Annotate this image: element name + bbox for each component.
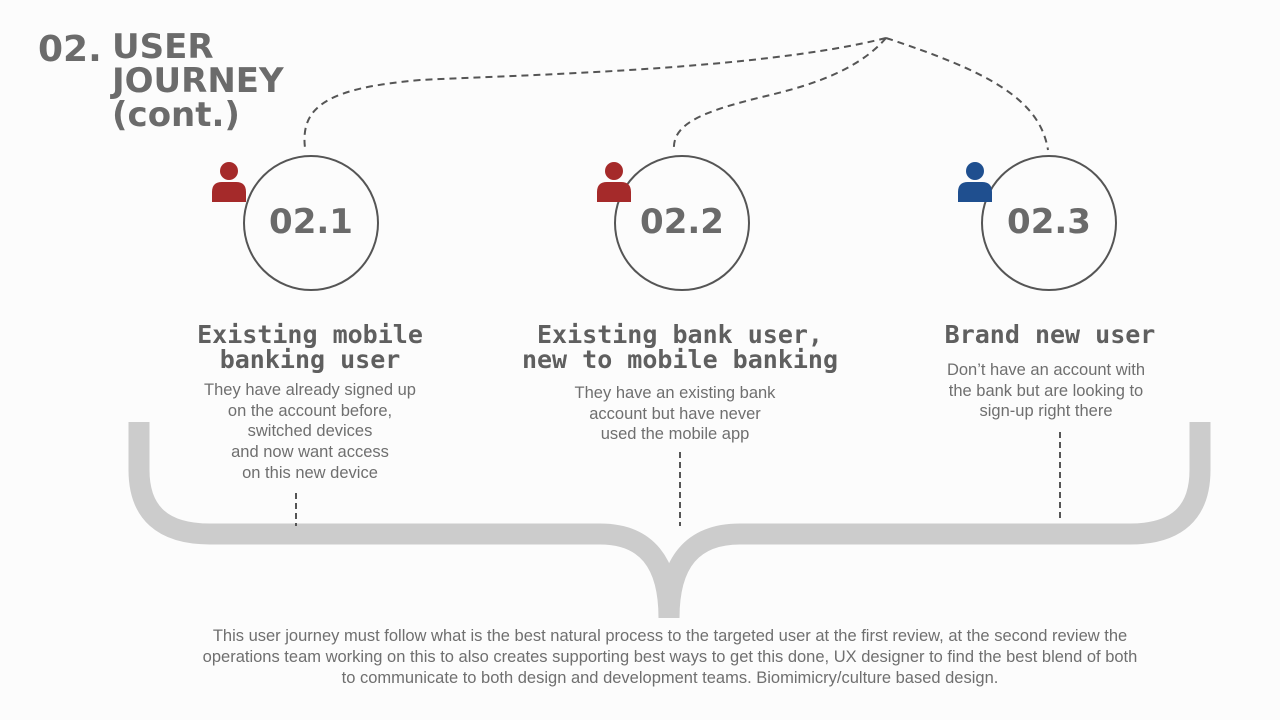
user-icon-body bbox=[597, 182, 631, 202]
description-line: They have already signed up bbox=[204, 381, 416, 399]
section-number: 02. bbox=[38, 29, 102, 70]
user-icon-body bbox=[212, 182, 246, 202]
persona-id: 02.3 bbox=[1007, 202, 1091, 242]
persona-title-line: banking user bbox=[219, 345, 401, 374]
section-title: USER JOURNEY (cont.) bbox=[112, 30, 284, 132]
persona-title-line: Existing bank user, bbox=[537, 320, 823, 349]
description-line: Don’t have an account with bbox=[946, 361, 1146, 379]
description-line: sign-up right there bbox=[979, 402, 1113, 421]
persona-title-line: Brand new user bbox=[944, 320, 1156, 349]
description-line: the bank but are looking to bbox=[948, 381, 1144, 400]
persona-circle-1 bbox=[243, 155, 379, 291]
title-line: USER bbox=[112, 27, 214, 67]
connector-line-2 bbox=[672, 37, 887, 151]
user-icon bbox=[958, 162, 992, 202]
persona-description: Don’t have an account with the bank but … bbox=[896, 360, 1196, 422]
description-line: They have an existing bank bbox=[574, 384, 776, 402]
description-line: account but have never bbox=[589, 404, 761, 423]
user-icon bbox=[597, 162, 631, 202]
user-icon bbox=[212, 162, 246, 202]
footer-note: This user journey must follow what is th… bbox=[110, 626, 1230, 689]
description-line: and now want access bbox=[231, 443, 389, 462]
persona-id: 02.1 bbox=[269, 202, 353, 242]
title-line: (cont.) bbox=[112, 95, 240, 135]
persona-title: Brand new user bbox=[900, 322, 1200, 347]
description-line: on this new device bbox=[242, 463, 378, 482]
footer-line: operations team working on this to also … bbox=[202, 648, 1138, 666]
title-line: JOURNEY bbox=[112, 61, 284, 101]
connector-line-1 bbox=[303, 37, 887, 149]
description-line: switched devices bbox=[247, 422, 373, 441]
persona-circle-2 bbox=[614, 155, 750, 291]
user-icon-head bbox=[966, 162, 984, 180]
user-icon-head bbox=[605, 162, 623, 180]
description-line: used the mobile app bbox=[600, 425, 750, 444]
persona-title: Existing mobile banking user bbox=[160, 322, 460, 372]
persona-description: They have already signed up on the accou… bbox=[160, 380, 460, 484]
persona-title-line: Existing mobile bbox=[197, 320, 423, 349]
connector-line-3 bbox=[885, 37, 1049, 151]
user-icon-head bbox=[220, 162, 238, 180]
persona-circle-3 bbox=[981, 155, 1117, 291]
footer-line: This user journey must follow what is th… bbox=[212, 627, 1128, 645]
description-line: on the account before, bbox=[227, 401, 393, 420]
persona-title: Existing bank user, new to mobile bankin… bbox=[520, 322, 840, 372]
persona-description: They have an existing bank account but h… bbox=[525, 383, 825, 445]
persona-id: 02.2 bbox=[640, 202, 724, 242]
user-icon-body bbox=[958, 182, 992, 202]
persona-title-line: new to mobile banking bbox=[521, 345, 839, 374]
footer-line: to communicate to both design and develo… bbox=[341, 669, 999, 687]
brace bbox=[128, 422, 1211, 619]
